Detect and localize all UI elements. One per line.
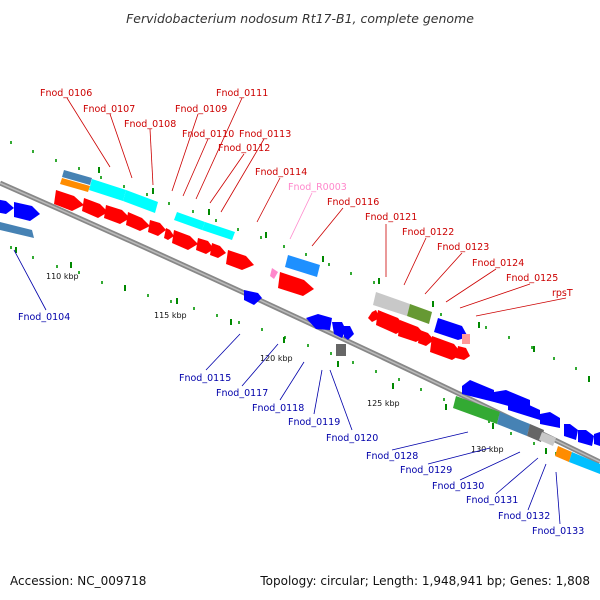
gene-arrow <box>306 314 332 330</box>
upper-ticks <box>98 167 590 382</box>
gene-label-fnod-0111[interactable]: Fnod_0111 <box>216 88 268 99</box>
gene-arrow <box>14 202 40 221</box>
gene-label-fnod-0116[interactable]: Fnod_0116 <box>327 197 379 208</box>
gene-arrow <box>278 272 314 296</box>
cog-bar <box>174 212 205 230</box>
gene-arrow <box>148 220 166 236</box>
gene-label-fnod-0128[interactable]: Fnod_0128 <box>366 451 418 462</box>
gene-arrow <box>418 330 434 346</box>
gene-arrow <box>164 228 174 240</box>
cog-bar <box>285 255 320 277</box>
gene-label-fnod-0120[interactable]: Fnod_0120 <box>326 433 378 444</box>
accession-text: Accession: NC_009718 <box>10 574 146 588</box>
gene-label-fnod-0108[interactable]: Fnod_0108 <box>124 119 176 130</box>
gene-arrow <box>126 212 150 231</box>
rna-leader <box>289 192 313 240</box>
gene-label-fnod-0115[interactable]: Fnod_0115 <box>179 373 231 384</box>
gene-arrow <box>0 199 14 214</box>
gene-label-fnod-0113[interactable]: Fnod_0113 <box>239 129 291 140</box>
gene-arrow <box>332 322 346 338</box>
scale-label-130: 130 kbp <box>471 445 504 454</box>
gene-arrow <box>172 230 198 250</box>
cog-bar <box>497 412 530 436</box>
gene-arrow <box>564 424 578 440</box>
cog-bar <box>569 452 600 474</box>
gene-arrow <box>594 432 600 446</box>
gene-label-fnod-0119[interactable]: Fnod_0119 <box>288 417 340 428</box>
gene-arrow <box>344 326 354 340</box>
gene-arrow <box>376 310 406 334</box>
cog-bar <box>555 446 572 462</box>
cog-bar <box>123 190 158 213</box>
gene-arrow <box>456 346 470 360</box>
gene-label-fnod-0125[interactable]: Fnod_0125 <box>506 273 558 284</box>
scale-label-115: 115 kbp <box>154 311 187 320</box>
gene-label-fnod-0131[interactable]: Fnod_0131 <box>466 495 518 506</box>
gene-label-fnod-0117[interactable]: Fnod_0117 <box>216 388 268 399</box>
lower-ticks <box>15 247 547 454</box>
gene-label-fnod-0110[interactable]: Fnod_0110 <box>182 129 234 140</box>
gene-cluster-0128-0133 <box>453 380 600 474</box>
cog-bar <box>527 424 544 442</box>
gene-arrow <box>578 430 594 446</box>
cog-bar <box>407 304 432 324</box>
scale-label-120: 120 kbp <box>260 354 293 363</box>
gene-arrow <box>244 290 262 305</box>
genome-info-text: Topology: circular; Length: 1,948,941 bp… <box>259 574 590 588</box>
gene-label-fnod-0112[interactable]: Fnod_0112 <box>218 143 270 154</box>
gene-cluster-0114-0120 <box>270 255 354 356</box>
cog-bar <box>89 179 126 201</box>
gene-label-fnod-r0003[interactable]: Fnod_R0003 <box>288 182 347 193</box>
gene-label-fnod-0133[interactable]: Fnod_0133 <box>532 526 584 537</box>
gene-cluster-0121-0125 <box>368 292 470 360</box>
cog-bar <box>453 396 500 424</box>
gene-arrow <box>540 412 560 428</box>
gene-label-fnod-0123[interactable]: Fnod_0123 <box>437 242 489 253</box>
cog-bar <box>462 334 470 344</box>
gene-label-fnod-0129[interactable]: Fnod_0129 <box>400 465 452 476</box>
gene-label-fnod-0109[interactable]: Fnod_0109 <box>175 104 227 115</box>
gene-arrow <box>196 238 214 254</box>
rna-gene <box>270 268 278 279</box>
gene-label-fnod-0106[interactable]: Fnod_0106 <box>40 88 92 99</box>
scale-label-110: 110 kbp <box>46 272 79 281</box>
gene-arrow <box>226 250 254 270</box>
cog-bar <box>202 222 235 240</box>
gene-label-fnod-0114[interactable]: Fnod_0114 <box>255 167 307 178</box>
upper-leaders <box>66 97 567 317</box>
gene-arrow <box>462 380 494 402</box>
cog-bar <box>539 432 556 446</box>
cog-bar <box>336 344 346 356</box>
cog-bar <box>60 178 90 192</box>
cog-bar <box>373 292 410 316</box>
gene-arrow <box>210 243 226 258</box>
map-title: Fervidobacterium nodosum Rt17-B1, comple… <box>126 11 474 26</box>
gene-label-fnod-0124[interactable]: Fnod_0124 <box>472 258 524 269</box>
gene-label-fnod-0132[interactable]: Fnod_0132 <box>498 511 550 522</box>
scale-label-125: 125 kbp <box>367 399 400 408</box>
gene-cluster-0106-0113 <box>54 170 262 305</box>
gene-arrow <box>430 336 462 360</box>
gene-label-fnod-0104[interactable]: Fnod_0104 <box>18 312 70 323</box>
gene-label-fnod-0121[interactable]: Fnod_0121 <box>365 212 417 223</box>
gene-cluster-left <box>0 199 40 238</box>
gene-label-fnod-0118[interactable]: Fnod_0118 <box>252 403 304 414</box>
gene-label-fnod-0130[interactable]: Fnod_0130 <box>432 481 484 492</box>
gene-label-rpst[interactable]: rpsT <box>552 288 573 299</box>
gene-arrow <box>104 205 130 224</box>
gene-arrow <box>54 190 84 211</box>
gene-label-fnod-0122[interactable]: Fnod_0122 <box>402 227 454 238</box>
gene-arrow <box>82 198 108 218</box>
cog-bar <box>62 170 92 185</box>
gene-label-fnod-0107[interactable]: Fnod_0107 <box>83 104 135 115</box>
gene-arrow <box>508 398 540 420</box>
lower-leaders <box>13 249 561 525</box>
gene-arrow <box>0 222 34 238</box>
gene-arrow <box>434 318 468 340</box>
